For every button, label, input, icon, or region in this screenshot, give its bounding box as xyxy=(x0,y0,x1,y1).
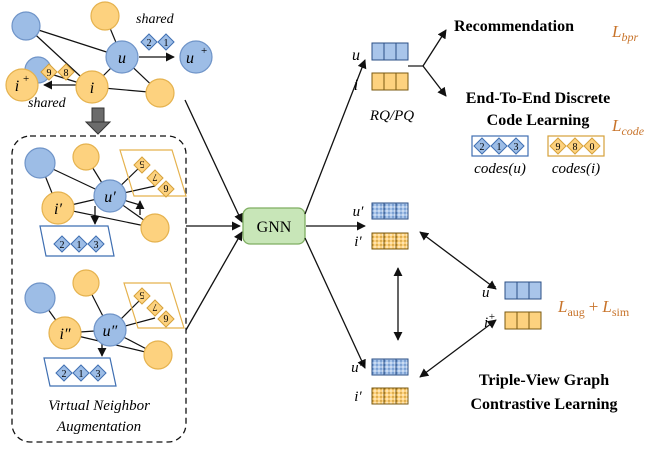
node-i-label: i xyxy=(90,80,94,97)
aug-node-u2-label: u″ xyxy=(103,323,118,340)
embeddings-block: u i RQ/PQ xyxy=(352,42,414,124)
gnn-label: GNN xyxy=(257,219,292,236)
rec-loss: Lbpr xyxy=(611,22,638,44)
arrow-gnn-to-emb xyxy=(304,59,367,215)
recommendation-label: Recommendation xyxy=(454,18,574,35)
view2-embeddings: u″ i′ xyxy=(351,358,409,405)
i-code-diamonds: 9 8 xyxy=(40,63,75,81)
codes-i-group: 9 8 0 codes(i) xyxy=(547,135,605,177)
aug-user-codes-lower: 2 1 3 xyxy=(43,357,117,387)
aug-item-codes-lower: 5 7 6 xyxy=(123,282,185,329)
item-node-i-plus xyxy=(5,68,39,102)
user-node-u xyxy=(105,40,139,74)
aug-u1-code-2: 3 xyxy=(94,240,99,251)
contrast-arrow-view2 xyxy=(419,319,497,378)
emb-u-label: u xyxy=(352,47,360,64)
code-loss: Lcode xyxy=(611,116,645,138)
node-u-plus-label: u xyxy=(186,50,194,67)
arrow-graph-to-gnn xyxy=(184,99,243,223)
aug-i2-code-2: 6 xyxy=(164,312,169,323)
aug-u2-code-0: 2 xyxy=(62,369,67,380)
user-node-u-double-prime xyxy=(93,313,127,347)
aug-u2-code-1: 1 xyxy=(79,369,84,380)
shared-label-bottom: shared xyxy=(28,96,67,111)
aug-i2-code-0: 5 xyxy=(140,289,145,300)
user-node-u-prime xyxy=(93,179,127,213)
aug-user-codes-upper: 2 1 3 xyxy=(39,225,115,257)
user-node xyxy=(24,282,56,314)
u-code-1: 1 xyxy=(164,38,169,49)
arrow-gnn-to-view2 xyxy=(304,237,366,369)
arrow-aug2-to-gnn xyxy=(185,231,243,331)
item-node-i-double-prime xyxy=(48,316,82,350)
down-arrow-icon xyxy=(84,107,112,135)
rqpq-label: RQ/PQ xyxy=(369,108,414,124)
codes-i-2: 0 xyxy=(590,142,595,153)
codes-i-0: 9 xyxy=(556,142,561,153)
cl-loss: Laug+Lsim xyxy=(557,297,630,319)
codes-u-0: 2 xyxy=(480,142,485,153)
u-code-0: 2 xyxy=(147,38,152,49)
aug-u1-code-0: 2 xyxy=(60,240,65,251)
codes-i-1: 8 xyxy=(573,142,578,153)
aug-node-u1-label: u′ xyxy=(104,189,116,206)
view2-u-label: u″ xyxy=(351,360,366,376)
arrow-to-recommendation xyxy=(422,29,447,67)
u-code-diamonds: 2 1 xyxy=(140,33,175,51)
code-learning-line2: Code Learning xyxy=(487,112,590,129)
item-node xyxy=(72,269,100,297)
aug-u1-code-1: 1 xyxy=(77,240,82,251)
codes-i-label: codes(i) xyxy=(552,161,600,177)
i-code-0: 9 xyxy=(47,68,52,79)
i-code-1: 8 xyxy=(64,68,69,79)
emb-i-label: i xyxy=(354,77,358,94)
codes-u-1: 1 xyxy=(497,142,502,153)
node-i-plus-label: i xyxy=(15,78,19,95)
user-node xyxy=(11,11,41,41)
item-node xyxy=(145,78,175,108)
item-node xyxy=(140,213,170,243)
code-learning-line1: End-To-End Discrete xyxy=(466,90,610,107)
aug-i1-code-2: 6 xyxy=(164,182,169,193)
virtual-neighbor-augmentation: i′ u′ 5 7 6 2 1 3 xyxy=(11,135,187,443)
item-node xyxy=(143,340,173,370)
shared-label-top: shared xyxy=(136,12,175,27)
virtual-label-line1: Virtual Neighbor xyxy=(48,398,150,414)
item-node xyxy=(72,143,100,171)
codes-u-2: 3 xyxy=(514,142,519,153)
user-node-u-plus xyxy=(179,40,213,74)
item-node xyxy=(90,1,120,31)
arrow-to-code-learning xyxy=(422,65,447,97)
view2-i-label: i′ xyxy=(354,389,362,405)
node-i-plus-sup: + xyxy=(23,73,29,85)
view1-u-label: u′ xyxy=(353,204,365,220)
aug-i1-code-1: 7 xyxy=(153,171,158,182)
aug-i1-code-0: 5 xyxy=(140,158,145,169)
original-graph: u u + i i + shared shared 2 1 9 8 xyxy=(5,1,213,111)
gnn-block: GNN xyxy=(242,207,306,245)
node-u-plus-sup: + xyxy=(201,45,207,57)
contrast-arrow-view1 xyxy=(419,231,497,290)
aug-item-codes-upper: 5 7 6 xyxy=(119,149,187,198)
triple-line2: Contrastive Learning xyxy=(470,396,617,413)
node-u-label: u xyxy=(118,50,126,67)
aug-node-i1-label: i′ xyxy=(54,201,62,218)
codes-u-label: codes(u) xyxy=(474,161,526,177)
triple-line1: Triple-View Graph xyxy=(479,372,609,389)
aug-node-i2-label: i″ xyxy=(59,326,70,343)
virtual-label-line2: Augmentation xyxy=(56,419,141,435)
aug-u2-code-2: 3 xyxy=(96,369,101,380)
user-node xyxy=(24,147,56,179)
item-node-i-prime xyxy=(41,191,75,225)
view0-embeddings: u+ i+ xyxy=(482,281,542,331)
item-node-i xyxy=(75,70,109,104)
aug-i2-code-1: 7 xyxy=(153,301,158,312)
codes-u-group: 2 1 3 codes(u) xyxy=(471,135,529,177)
view1-embeddings: u′ i′ xyxy=(353,202,409,250)
view1-i-label: i′ xyxy=(354,234,362,250)
